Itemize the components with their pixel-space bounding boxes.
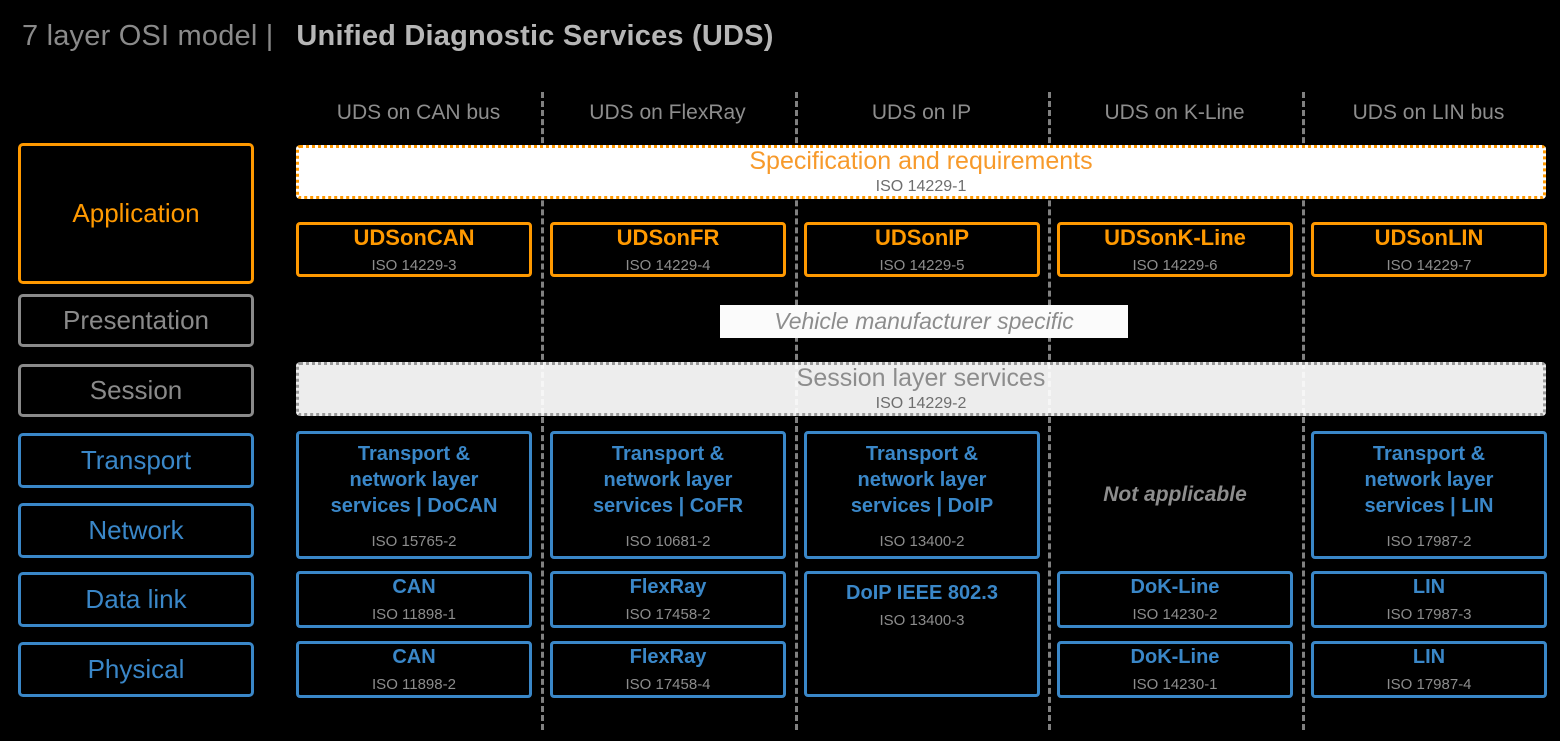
application-cell-lin[interactable]: UDSonLIN ISO 14229-7 — [1311, 222, 1547, 277]
physical-cell-lin-title: LIN — [1412, 646, 1446, 669]
datalink-cell-can-iso: ISO 11898-1 — [372, 605, 456, 623]
datalink-cell-lin[interactable]: LIN ISO 17987-3 — [1311, 571, 1547, 628]
transport-cell-kline-not-applicable: Not applicable — [1103, 483, 1247, 506]
application-cell-can-title: UDSonCAN — [353, 225, 475, 251]
application-cell-flexray-title: UDSonFR — [616, 225, 720, 251]
transport-cell-flexray-title: Transport & network layer services | CoF… — [592, 442, 744, 517]
application-cell-lin-iso: ISO 14229-7 — [1386, 256, 1472, 274]
datalink-cell-ip-iso: ISO 13400-3 — [879, 611, 965, 629]
osi-layer-presentation[interactable]: Presentation — [18, 294, 254, 347]
application-cell-ip[interactable]: UDSonIP ISO 14229-5 — [804, 222, 1040, 277]
osi-layer-transport[interactable]: Transport — [18, 433, 254, 488]
osi-layer-application[interactable]: Application — [18, 143, 254, 284]
physical-cell-can-iso: ISO 11898-2 — [372, 675, 456, 693]
specification-banner[interactable]: Specification and requirements ISO 14229… — [296, 145, 1546, 199]
datalink-cell-ip[interactable]: DoIP IEEE 802.3 ISO 13400-3 — [804, 571, 1040, 697]
datalink-cell-kline[interactable]: DoK-Line ISO 14230-2 — [1057, 571, 1293, 628]
physical-cell-lin[interactable]: LIN ISO 17987-4 — [1311, 641, 1547, 698]
page-title: 7 layer OSI model | Unified Diagnostic S… — [22, 20, 774, 53]
osi-layer-network-label: Network — [88, 515, 184, 545]
transport-cell-ip-title: Transport & network layer services | DoI… — [850, 442, 994, 517]
osi-layer-application-label: Application — [72, 198, 200, 228]
application-cell-kline-iso: ISO 14229-6 — [1132, 256, 1218, 274]
application-cell-kline[interactable]: UDSonK-Line ISO 14229-6 — [1057, 222, 1293, 277]
transport-cell-can-title: Transport & network layer services | DoC… — [330, 442, 498, 517]
physical-cell-kline-title: DoK-Line — [1130, 646, 1220, 669]
specification-banner-title: Specification and requirements — [749, 147, 1093, 176]
transport-cell-can-iso: ISO 15765-2 — [371, 532, 457, 550]
datalink-cell-kline-title: DoK-Line — [1130, 576, 1220, 599]
specification-banner-iso: ISO 14229-1 — [875, 177, 967, 195]
osi-layer-datalink-label: Data link — [85, 584, 187, 614]
datalink-cell-flexray-title: FlexRay — [629, 576, 707, 599]
transport-cell-can[interactable]: Transport & network layer services | DoC… — [296, 431, 532, 559]
title-right: Unified Diagnostic Services (UDS) — [296, 20, 774, 52]
application-cell-ip-title: UDSonIP — [874, 225, 970, 251]
datalink-cell-ip-title: DoIP IEEE 802.3 — [846, 582, 998, 604]
transport-cell-flexray-iso: ISO 10681-2 — [625, 532, 711, 550]
osi-layer-transport-label: Transport — [80, 445, 192, 475]
column-header-can: UDS on CAN bus — [336, 101, 501, 124]
application-cell-can-iso: ISO 14229-3 — [371, 256, 457, 274]
session-banner-iso: ISO 14229-2 — [875, 394, 967, 412]
session-banner[interactable]: Session layer services ISO 14229-2 — [296, 362, 1546, 416]
application-cell-can[interactable]: UDSonCAN ISO 14229-3 — [296, 222, 532, 277]
physical-cell-can-title: CAN — [392, 646, 436, 669]
application-cell-ip-iso: ISO 14229-5 — [879, 256, 965, 274]
column-header-flexray: UDS on FlexRay — [589, 101, 746, 124]
title-left: 7 layer OSI model | — [22, 20, 274, 52]
datalink-cell-flexray[interactable]: FlexRay ISO 17458-2 — [550, 571, 786, 628]
application-cell-lin-title: UDSonLIN — [1374, 225, 1484, 251]
transport-cell-ip-iso: ISO 13400-2 — [879, 532, 965, 550]
application-cell-kline-title: UDSonK-Line — [1104, 225, 1246, 251]
column-header-kline: UDS on K-Line — [1104, 101, 1245, 124]
presentation-note: Vehicle manufacturer specific — [720, 305, 1128, 338]
physical-cell-can[interactable]: CAN ISO 11898-2 — [296, 641, 532, 698]
physical-cell-kline-iso: ISO 14230-1 — [1132, 675, 1218, 693]
column-header-lin: UDS on LIN bus — [1352, 101, 1505, 124]
transport-cell-lin-iso: ISO 17987-2 — [1386, 532, 1472, 550]
transport-cell-lin[interactable]: Transport & network layer services | LIN… — [1311, 431, 1547, 559]
osi-layer-physical-label: Physical — [87, 654, 185, 684]
physical-cell-kline[interactable]: DoK-Line ISO 14230-1 — [1057, 641, 1293, 698]
physical-cell-lin-iso: ISO 17987-4 — [1386, 675, 1472, 693]
transport-cell-lin-title: Transport & network layer services | LIN — [1364, 442, 1494, 517]
transport-cell-flexray[interactable]: Transport & network layer services | CoF… — [550, 431, 786, 559]
osi-layer-session[interactable]: Session — [18, 364, 254, 417]
osi-layer-presentation-label: Presentation — [63, 305, 209, 335]
column-header-ip: UDS on IP — [871, 101, 972, 124]
osi-layer-datalink[interactable]: Data link — [18, 572, 254, 627]
datalink-cell-can-title: CAN — [392, 576, 436, 599]
datalink-cell-can[interactable]: CAN ISO 11898-1 — [296, 571, 532, 628]
physical-cell-flexray-title: FlexRay — [629, 646, 707, 669]
application-cell-flexray-iso: ISO 14229-4 — [625, 256, 711, 274]
transport-cell-ip[interactable]: Transport & network layer services | DoI… — [804, 431, 1040, 559]
datalink-cell-kline-iso: ISO 14230-2 — [1132, 605, 1218, 623]
osi-layer-physical[interactable]: Physical — [18, 642, 254, 697]
datalink-cell-flexray-iso: ISO 17458-2 — [625, 605, 711, 623]
osi-layer-session-label: Session — [89, 375, 183, 405]
session-banner-title: Session layer services — [796, 364, 1046, 393]
physical-cell-flexray-iso: ISO 17458-4 — [625, 675, 711, 693]
datalink-cell-lin-title: LIN — [1412, 576, 1446, 599]
osi-layer-network[interactable]: Network — [18, 503, 254, 558]
application-cell-flexray[interactable]: UDSonFR ISO 14229-4 — [550, 222, 786, 277]
datalink-cell-lin-iso: ISO 17987-3 — [1386, 605, 1472, 623]
physical-cell-flexray[interactable]: FlexRay ISO 17458-4 — [550, 641, 786, 698]
